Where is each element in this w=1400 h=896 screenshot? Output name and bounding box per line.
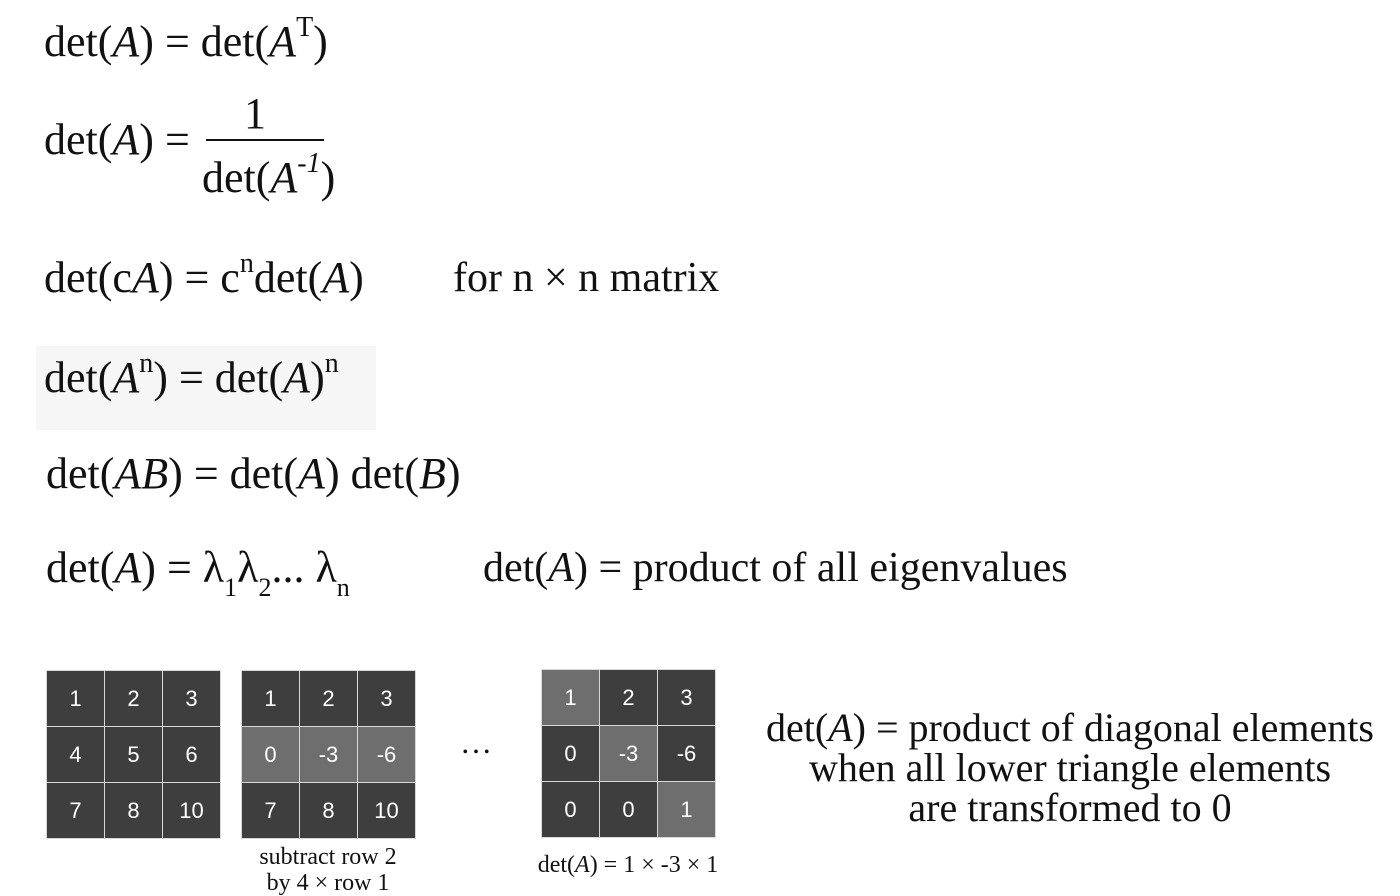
matrix-cell: -6 [658, 726, 715, 781]
matrix-cell: 10 [358, 783, 415, 838]
matrix-cell-highlighted: 0 [242, 727, 299, 782]
inverse-denominator: det(A-1) [202, 148, 336, 202]
matrix-cell: 0 [542, 726, 599, 781]
equation-inverse: det(A) = [44, 115, 190, 164]
matrix-cell-diagonal: 1 [658, 782, 715, 837]
equation-scalar: det(cA) = cndet(A) [44, 248, 364, 302]
matrix-cell: 7 [242, 783, 299, 838]
matrix-cell: 1 [242, 671, 299, 726]
ellipsis: … [460, 724, 492, 760]
subtract-caption: subtract row 2 by 4 × row 1 [259, 844, 397, 896]
inverse-numerator: 1 [244, 89, 266, 138]
matrix-triangular: 1 2 3 0 -3 -6 0 0 1 [541, 669, 716, 838]
matrix-cell: 6 [163, 727, 220, 782]
matrix-cell-diagonal: 1 [542, 670, 599, 725]
matrix-cell: 2 [105, 671, 162, 726]
det-caption: det(A) = 1 × -3 × 1 [537, 852, 719, 878]
matrix-original: 1 2 3 4 5 6 7 8 10 [46, 670, 221, 839]
equation-background [36, 346, 376, 430]
matrix-cell-diagonal: -3 [600, 726, 657, 781]
matrix-cell: 0 [542, 782, 599, 837]
matrix-cell: 3 [658, 670, 715, 725]
eigen-note: det(A) = product of all eigenvalues [483, 545, 1068, 591]
matrix-cell: 8 [105, 783, 162, 838]
matrix-cell: 1 [47, 671, 104, 726]
equation-product: det(AB) = det(A) det(B) [46, 449, 461, 498]
fraction-bar [206, 139, 324, 141]
matrix-cell: 4 [47, 727, 104, 782]
matrix-cell: 7 [47, 783, 104, 838]
matrix-cell: 3 [163, 671, 220, 726]
matrix-cell: 3 [358, 671, 415, 726]
matrix-cell-highlighted: -6 [358, 727, 415, 782]
equation-power: det(An) = det(A)n [44, 348, 339, 402]
matrix-cell: 2 [300, 671, 357, 726]
scalar-note: for n × n matrix [453, 255, 720, 301]
matrix-cell: 2 [600, 670, 657, 725]
matrix-cell: 8 [300, 783, 357, 838]
equation-eigen: det(A) = λ1λ2... λn [46, 543, 350, 602]
matrix-after-subtract: 1 2 3 0 -3 -6 7 8 10 [241, 670, 416, 839]
diagonal-note: det(A) = product of diagonal elements wh… [766, 705, 1374, 830]
matrix-cell: 5 [105, 727, 162, 782]
equation-transpose: det(A) = det(AT) [44, 12, 328, 66]
matrix-cell-highlighted: -3 [300, 727, 357, 782]
matrix-cell: 10 [163, 783, 220, 838]
matrix-cell: 0 [600, 782, 657, 837]
